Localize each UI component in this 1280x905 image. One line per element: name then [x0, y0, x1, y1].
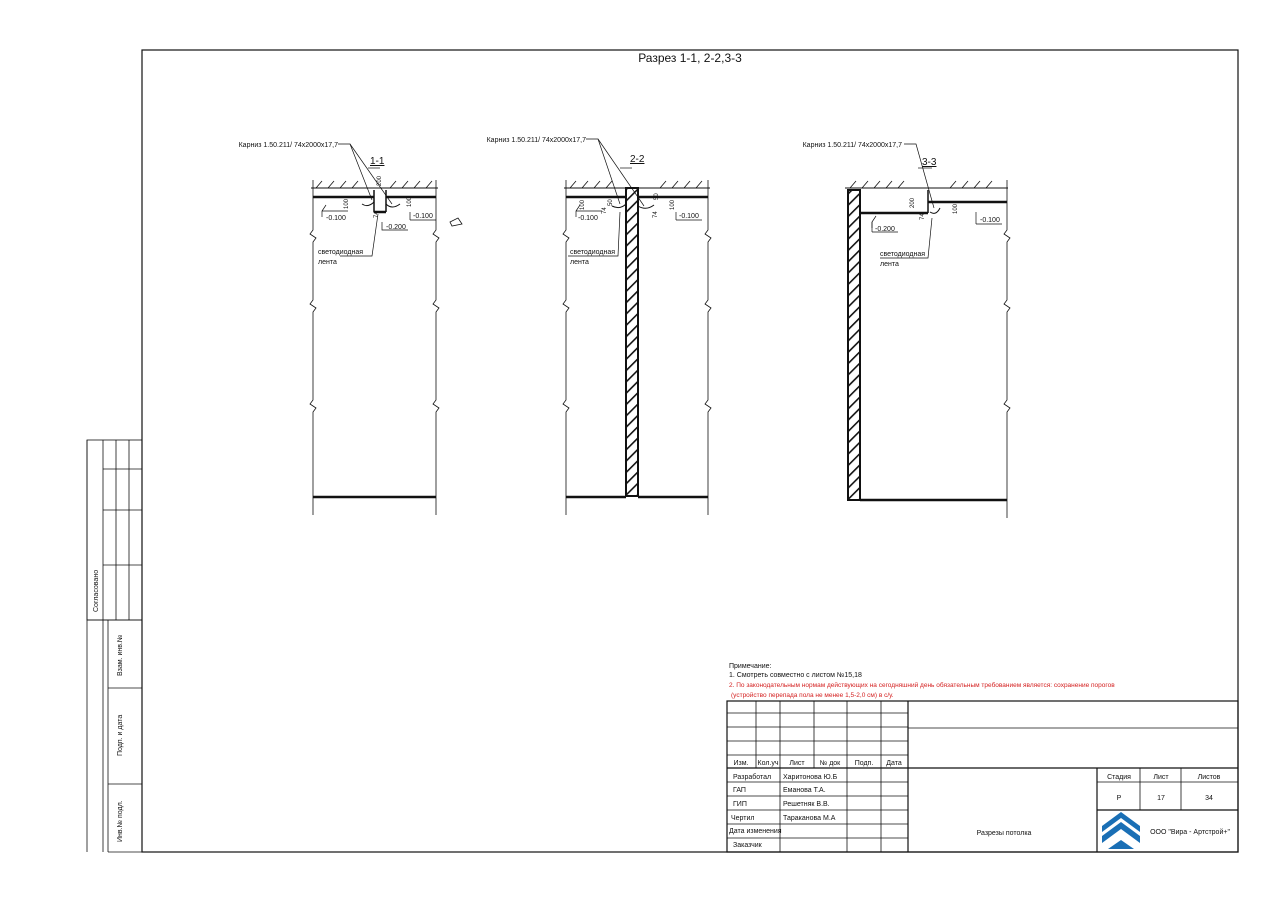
tb-company: ООО "Вира - Артстрой+" [1150, 828, 1230, 836]
company-logo [1102, 812, 1140, 849]
section-1-1-cornice-label: Карниз 1.50.211/ 74x2000x17,7 [239, 142, 339, 149]
section-2-2-led-label-2: лента [570, 259, 589, 266]
tb-sheets-label: Листов [1198, 774, 1221, 781]
side-stamp-agreed: Согласовано [93, 570, 100, 612]
tb-sheet-value: 17 [1157, 795, 1165, 802]
section-3-3-cornice-label: Карниз 1.50.211/ 74x2000x17,7 [803, 142, 903, 149]
title-block [726, 700, 1239, 853]
tb-header-list: Лист [789, 760, 805, 767]
section-3-3-dim-1: 200 [910, 197, 916, 208]
section-2-2-level-b: -0.100 [679, 213, 699, 220]
section-1-1-led-label-2: лента [318, 259, 337, 266]
section-1-1-dim-4: 100 [407, 196, 413, 207]
section-2-2-dim-3: 50 [608, 199, 614, 206]
notes-line-2: 2. По законодательным нормам действующих… [729, 681, 1115, 689]
section-1-1-level-c: -0.100 [413, 213, 433, 220]
section-2-2-dim-4: 74 [653, 211, 659, 218]
tb-sheet-label: Лист [1153, 774, 1169, 781]
section-3-3-led-label-2: лента [880, 261, 899, 268]
section-1-1-level-a: -0.100 [326, 215, 346, 222]
section-2-2 [562, 138, 712, 515]
tb-name-0: Харитонова Ю.Б [783, 774, 838, 781]
tb-name-2: Решетняк В.В. [783, 801, 830, 808]
section-2-2-cornice-label: Карниз 1.50.211/ 74x2000x17,7 [487, 137, 587, 144]
tb-role-5: Заказчик [733, 842, 763, 849]
tb-header-podp: Подп. [855, 760, 874, 767]
section-3-3-dim-3: 100 [953, 203, 959, 214]
section-3-3-level-a: -0.200 [875, 226, 895, 233]
tb-stage-label: Стадия [1107, 774, 1131, 781]
tb-role-2: ГИП [733, 801, 747, 808]
section-1-1-dim-2: 200 [377, 175, 383, 186]
sheet-frame [141, 49, 1239, 853]
section-2-2-dim-6: 100 [670, 199, 676, 210]
notes-heading: Примечание: [729, 663, 772, 670]
section-3-3 [845, 143, 1011, 518]
tb-role-3: Чертил [731, 815, 755, 822]
section-2-2-dim-2: 74 [602, 207, 608, 214]
tb-drawing-name: Разрезы потолка [977, 830, 1032, 837]
section-2-2-dim-1: 100 [580, 199, 586, 210]
side-stamp-vzam: Взам. инв.№ [117, 635, 124, 676]
tb-sheets-value: 34 [1205, 795, 1213, 802]
section-3-3-dim-2: 74 [920, 213, 926, 220]
tb-role-0: Разработал [733, 773, 771, 781]
tb-stage-value: Р [1117, 795, 1122, 802]
section-2-2-id: 2-2 [630, 154, 645, 165]
tb-name-1: Еманова Т.А. [783, 787, 826, 794]
section-2-2-led-label: светодиодная [570, 249, 615, 256]
side-stamp-podp: Подп. и дата [117, 715, 124, 756]
side-stamp [86, 439, 143, 853]
section-2-2-dim-5: 50 [654, 193, 660, 200]
section-1-1-dim-1: 100 [344, 198, 350, 209]
tb-name-3: Тараканова М.А [783, 815, 836, 822]
notes-line-3: (устройство перепада пола не менее 1,5-2… [731, 691, 894, 699]
section-1-1-id: 1-1 [370, 156, 385, 167]
section-1-1 [309, 143, 463, 515]
section-3-3-level-b: -0.100 [980, 217, 1000, 224]
tb-role-4: Дата изменения [729, 828, 782, 835]
notes-line-1: 1. Смотреть совместно с листом №15,18 [729, 672, 862, 679]
tb-header-kol: Кол.уч [758, 760, 779, 767]
sheet-title: Разрез 1-1, 2-2,3-3 [638, 51, 742, 65]
section-1-1-dim-3: 74 [374, 211, 380, 218]
section-3-3-led-label: светодиодная [880, 251, 925, 258]
tb-role-1: ГАП [733, 787, 746, 794]
tb-header-izm: Изм. [734, 760, 749, 767]
section-3-3-id: 3-3 [922, 157, 937, 168]
section-1-1-led-label: светодиодная [318, 249, 363, 256]
tb-header-doc: № док [820, 760, 841, 767]
tb-header-date: Дата [886, 760, 902, 767]
side-stamp-inv: Инв.№ подл. [117, 800, 124, 842]
section-1-1-level-b: -0.200 [386, 224, 406, 231]
section-2-2-level-a: -0.100 [578, 215, 598, 222]
